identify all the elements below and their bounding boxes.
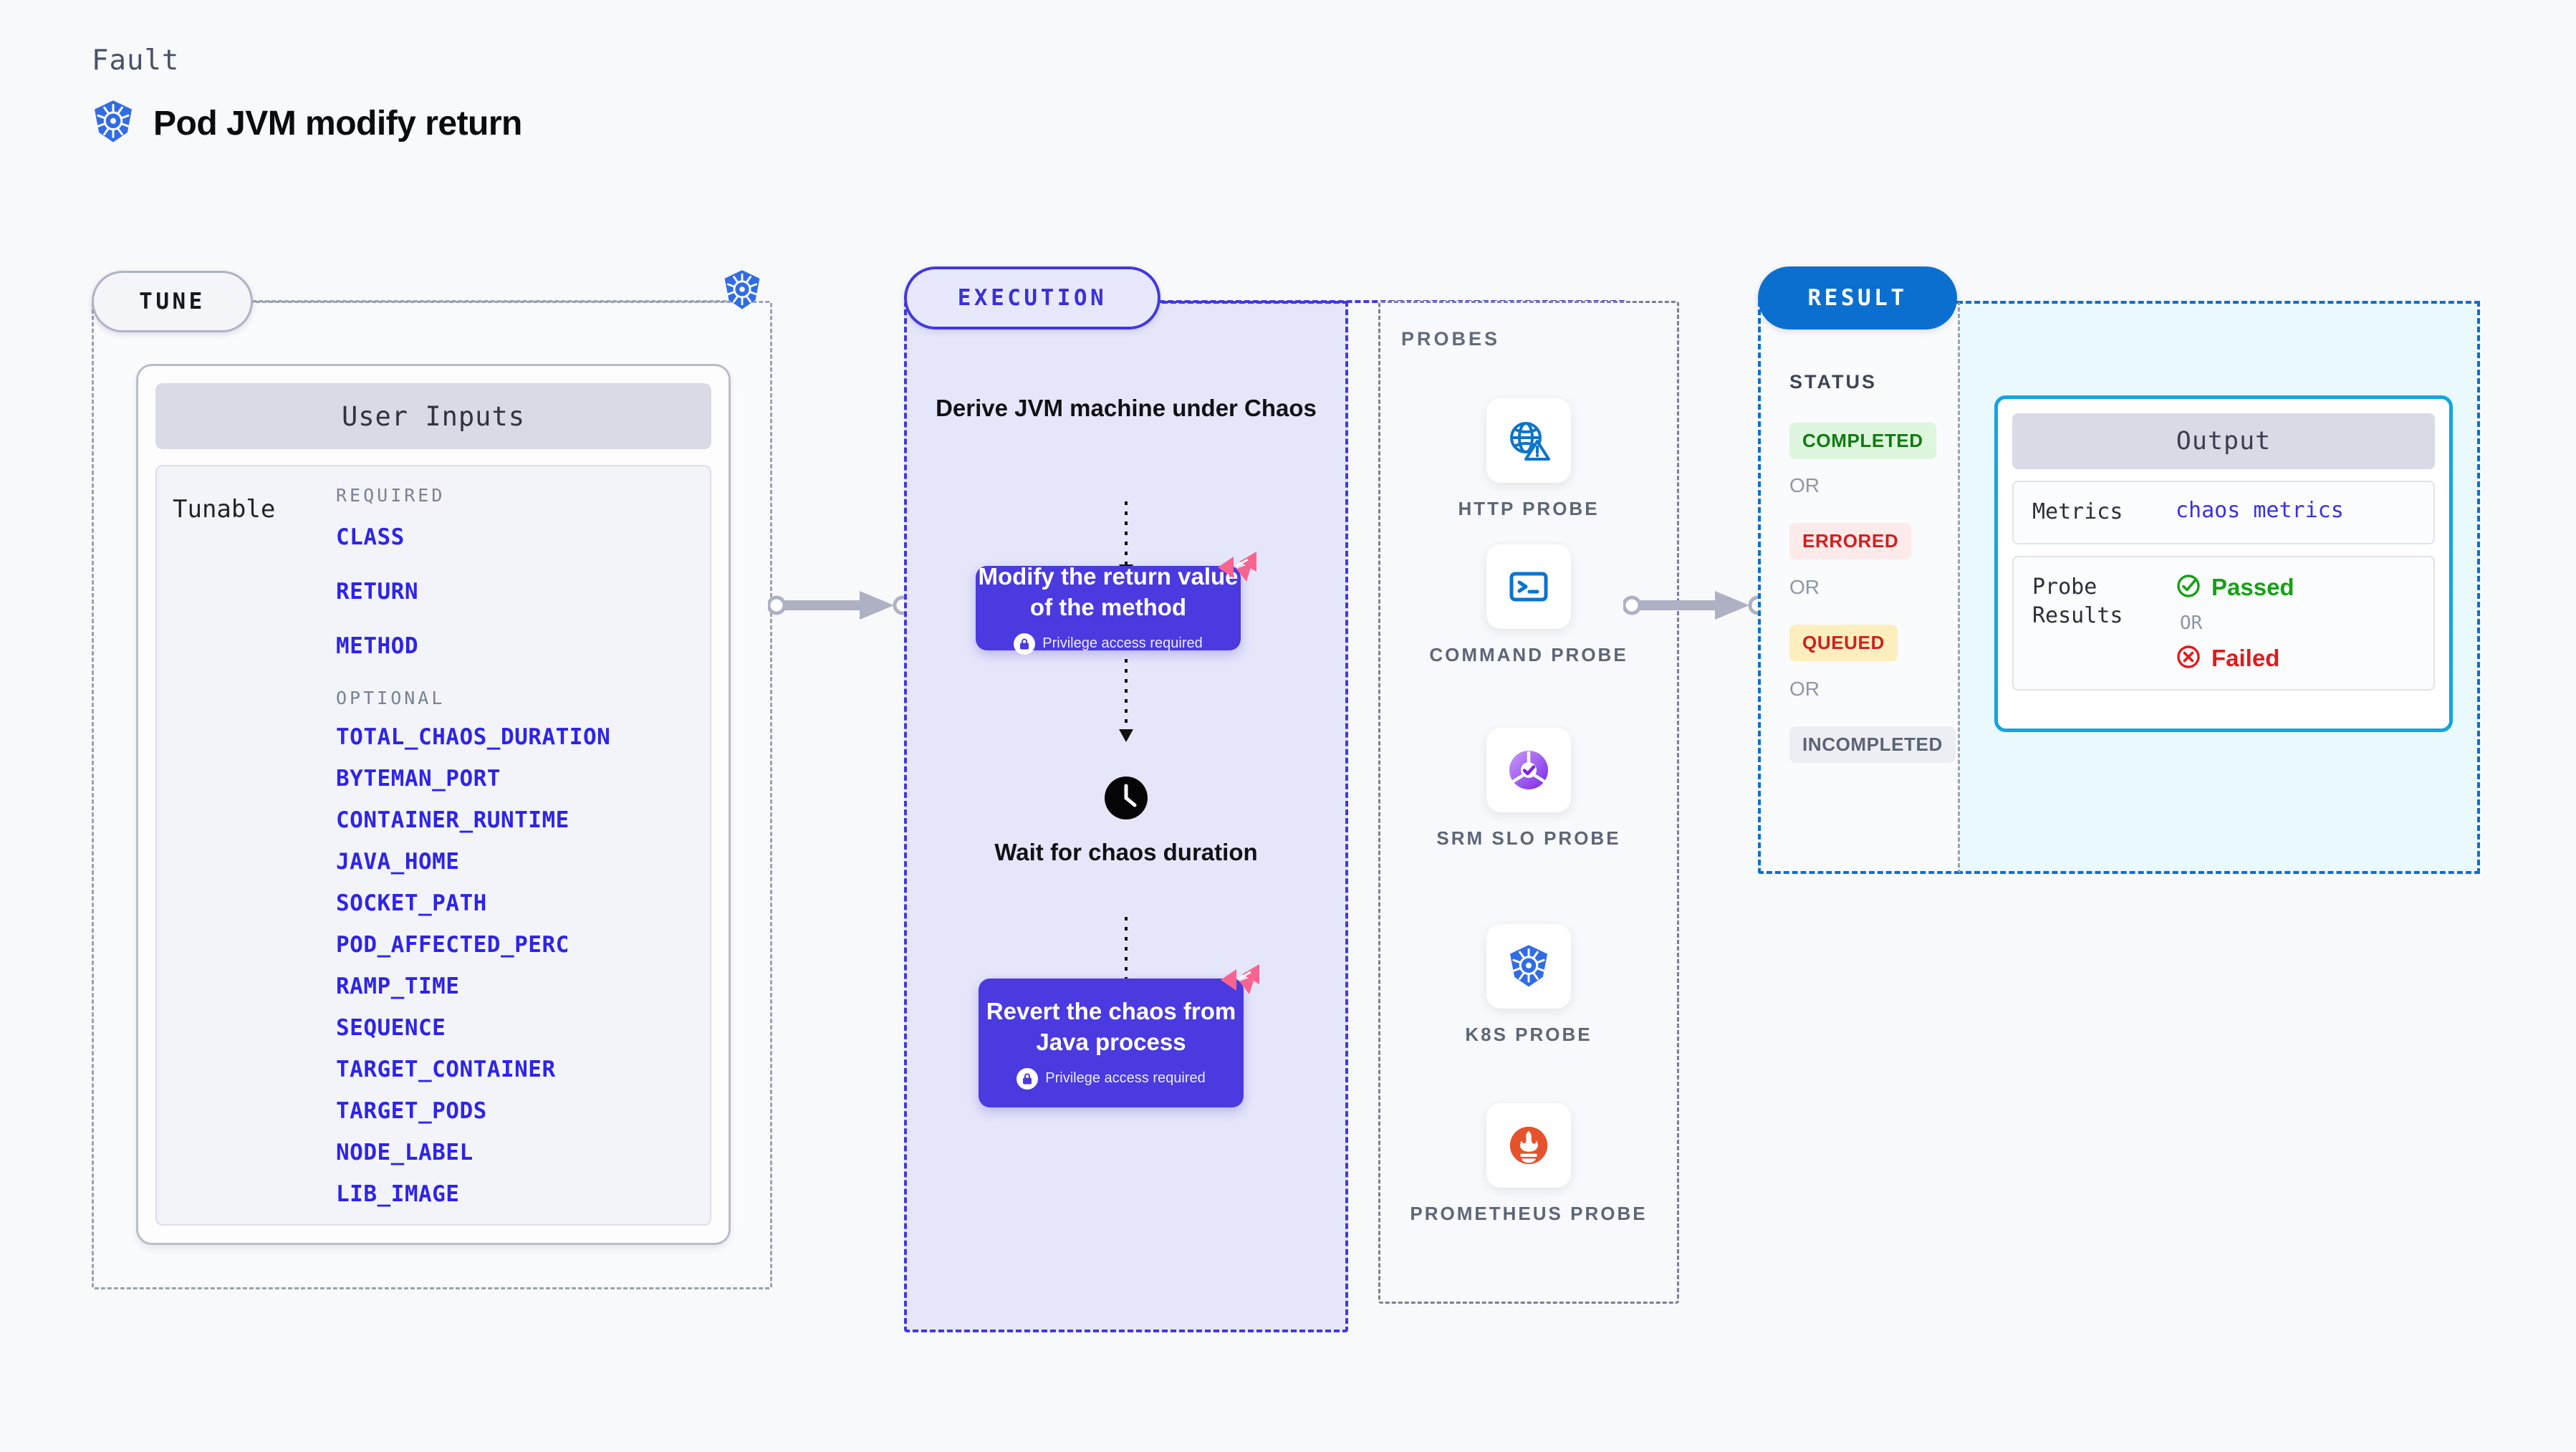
probe-result-passed-label: Passed [2211,574,2294,600]
optional-params: TOTAL_CHAOS_DURATION BYTEMAN_PORT CONTAI… [336,724,710,1207]
probe-http[interactable]: HTTP PROBE [1378,398,1679,523]
terminal-icon [1486,544,1571,629]
param-pod-affected-perc[interactable]: POD_AFFECTED_PERC [336,932,569,958]
probe-k8s[interactable]: K8S PROBE [1378,924,1679,1049]
privilege-note-text: Privilege access required [1045,1070,1206,1087]
status-badge-incompleted: INCOMPLETED [1789,726,1956,763]
title-row: Pod JVM modify return [92,100,522,148]
param-node-label[interactable]: NODE_LABEL [336,1140,474,1165]
status-or-1: OR [1789,474,1820,496]
page-title: Pod JVM modify return [153,105,522,143]
output-metrics-value[interactable]: chaos metrics [2176,498,2344,523]
param-return[interactable]: RETURN [336,579,418,605]
param-java-home[interactable]: JAVA_HOME [336,849,460,875]
probe-prometheus-label: PROMETHEUS PROBE [1410,1203,1648,1224]
step-derive-label: Derive JVM machine under Chaos [936,395,1317,421]
output-metrics-row: Metrics chaos metrics [2012,481,2435,544]
globe-warning-icon [1486,398,1571,483]
node-revert-chaos-title: Revert the chaos from Java process [986,998,1236,1055]
result-pill[interactable]: RESULT [1758,266,1957,330]
probe-command[interactable]: COMMAND PROBE [1378,544,1679,669]
status-badge-queued: QUEUED [1789,625,1898,661]
param-method[interactable]: METHOD [336,633,418,659]
step-wait-label: Wait for chaos duration [994,839,1258,865]
required-heading: REQUIRED [336,485,446,506]
param-target-container[interactable]: TARGET_CONTAINER [336,1057,556,1082]
tunable-label: Tunable [173,495,276,524]
output-probe-results-row: Probe Results Passed OR [2012,555,2435,691]
execution-pill[interactable]: EXECUTION [904,266,1160,330]
node-revert-chaos[interactable]: Revert the chaos from Java process Privi… [979,964,1259,1107]
param-ramp-time[interactable]: RAMP_TIME [336,973,460,999]
probe-result-or: OR [2180,612,2203,634]
probe-results-values: Passed OR Failed [2176,573,2294,673]
user-inputs-card: User Inputs Tunable REQUIRED CLASS RETUR… [136,364,731,1245]
required-params: CLASS RETURN METHOD [336,524,710,659]
probe-result-failed: Failed [2176,644,2294,673]
param-class[interactable]: CLASS [336,524,405,550]
param-total-chaos-duration[interactable]: TOTAL_CHAOS_DURATION [336,724,611,750]
status-badge-completed: COMPLETED [1789,423,1936,459]
node-modify-return-title: Modify the return value of the method [978,563,1239,620]
status-or-3: OR [1789,678,1820,700]
optional-heading: OPTIONAL [336,688,446,708]
params-column: REQUIRED CLASS RETURN METHOD OPTIONAL TO… [336,485,710,1224]
arrow-modify-to-wait [1106,659,1146,749]
tune-to-execution-connector [766,587,918,627]
probes-heading: PROBES [1401,328,1501,350]
param-target-pods[interactable]: TARGET_PODS [336,1098,487,1124]
status-badge-errored: ERRORED [1789,523,1912,559]
param-byteman-port[interactable]: BYTEMAN_PORT [336,766,501,792]
probe-command-label: COMMAND PROBE [1429,644,1628,665]
clock-icon [1103,775,1149,824]
param-socket-path[interactable]: SOCKET_PATH [336,890,487,916]
probe-k8s-label: K8S PROBE [1465,1024,1592,1045]
kubernetes-icon [722,269,762,314]
probe-prometheus[interactable]: PROMETHEUS PROBE [1378,1103,1679,1228]
lock-icon [1014,633,1036,655]
node-modify-return[interactable]: Modify the return value of the method Pr… [976,552,1256,655]
param-container-runtime[interactable]: CONTAINER_RUNTIME [336,807,569,833]
fault-kicker: Fault [92,44,180,77]
output-title: Output [2012,413,2435,469]
privilege-note-text: Privilege access required [1042,635,1203,652]
execution-to-result-connector [1622,587,1774,627]
tune-pill[interactable]: TUNE [92,271,253,332]
check-circle-icon [2176,573,2201,602]
output-probe-results-key: Probe Results [2032,574,2123,629]
probe-result-failed-label: Failed [2211,645,2280,671]
slo-gauge-icon [1486,728,1571,812]
chaos-ribbon-icon [1215,547,1259,588]
tune-dashed-connector [252,300,739,302]
x-circle-icon [2176,644,2201,673]
privilege-note-revert: Privilege access required [1017,1067,1206,1090]
output-card: Output Metrics chaos metrics Probe Resul… [1994,395,2453,732]
kubernetes-icon [1486,924,1571,1009]
output-metrics-key: Metrics [2032,499,2123,524]
page-header: Fault Pod JV [92,44,522,148]
status-heading: STATUS [1789,371,1877,393]
user-inputs-body: Tunable REQUIRED CLASS RETURN METHOD OPT… [155,465,711,1226]
probe-srm-slo-label: SRM SLO PROBE [1436,827,1621,849]
user-inputs-title: User Inputs [155,383,711,449]
kubernetes-icon [92,100,135,148]
chaos-ribbon-icon [1218,960,1262,1001]
probe-http-label: HTTP PROBE [1458,498,1600,519]
privilege-note-modify: Privilege access required [1014,633,1203,655]
param-lib-image[interactable]: LIB_IMAGE [336,1181,460,1207]
lock-icon [1017,1067,1039,1090]
prometheus-icon [1486,1103,1571,1188]
probe-result-passed: Passed [2176,573,2294,602]
probe-srm-slo[interactable]: SRM SLO PROBE [1378,728,1679,852]
param-sequence[interactable]: SEQUENCE [336,1015,446,1041]
result-status-region [1758,301,1960,874]
status-or-2: OR [1789,576,1820,598]
